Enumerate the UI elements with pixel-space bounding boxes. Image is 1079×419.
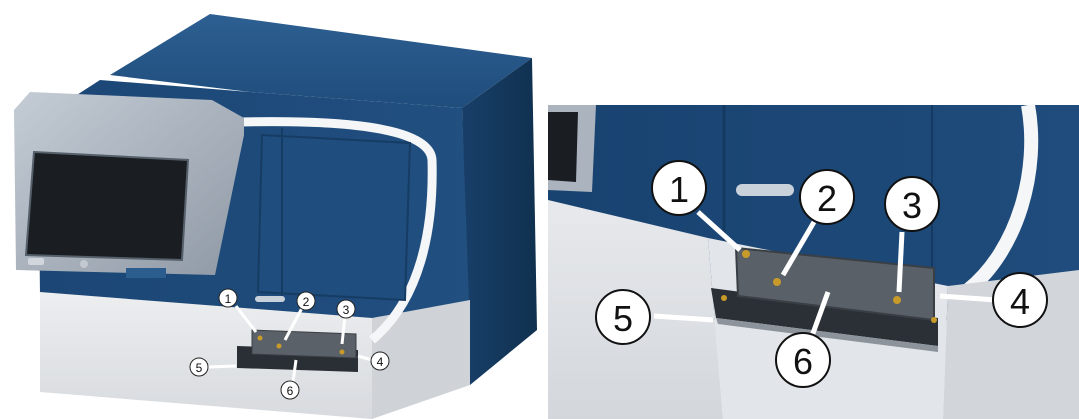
pin-3 — [340, 350, 345, 355]
detail-callout-3: 3 — [885, 177, 939, 231]
callout-6: 6 — [281, 381, 299, 399]
display-button-left — [28, 258, 44, 265]
svg-text:3: 3 — [902, 185, 922, 226]
callout-3: 3 — [337, 300, 355, 318]
front-door-panel — [258, 135, 410, 300]
detail-pin-2 — [773, 278, 781, 286]
instrument-overview-illustration: 1 2 3 4 5 6 — [0, 0, 545, 419]
detail-door-handle — [736, 184, 794, 196]
pin-2 — [277, 344, 282, 349]
brand-logo — [126, 268, 166, 278]
callout-1: 1 — [219, 289, 237, 307]
callout-2: 2 — [297, 292, 315, 310]
svg-text:2: 2 — [303, 295, 310, 309]
instrument-overview-svg: 1 2 3 4 5 6 — [0, 0, 545, 419]
cartridge-detail-illustration: 1 2 3 4 5 6 — [548, 0, 1079, 419]
svg-text:6: 6 — [287, 384, 294, 398]
svg-text:4: 4 — [1010, 281, 1030, 322]
svg-text:1: 1 — [669, 169, 689, 210]
cartridge-detail-svg: 1 2 3 4 5 6 — [548, 0, 1079, 419]
svg-text:3: 3 — [343, 303, 350, 317]
svg-text:2: 2 — [817, 178, 837, 219]
detail-callout-4: 4 — [993, 273, 1047, 327]
detail-callout-2: 2 — [800, 170, 854, 224]
svg-text:5: 5 — [613, 298, 633, 339]
svg-text:6: 6 — [793, 341, 813, 382]
detail-callout-5: 5 — [596, 290, 650, 344]
touchscreen-display — [26, 152, 188, 260]
detail-callout-1: 1 — [652, 161, 706, 215]
callout-4: 4 — [371, 352, 389, 370]
detail-pin-3 — [893, 296, 901, 304]
door-handle-slot — [255, 296, 285, 302]
svg-text:1: 1 — [225, 292, 232, 306]
svg-text:5: 5 — [196, 361, 203, 375]
pin-1 — [258, 336, 263, 341]
detail-pin-1 — [742, 250, 750, 258]
svg-text:4: 4 — [377, 355, 384, 369]
instrument-right-side — [462, 58, 537, 385]
display-button-center — [80, 260, 88, 268]
callout-5: 5 — [190, 358, 208, 376]
detail-callout-6: 6 — [776, 333, 830, 387]
